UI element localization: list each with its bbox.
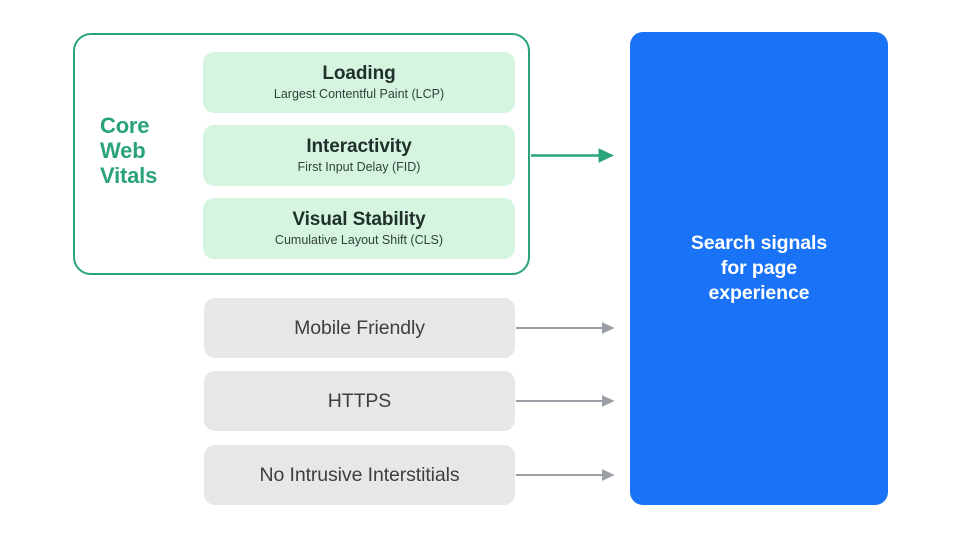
core-web-vitals-group — [73, 33, 530, 275]
metric-title: Loading — [322, 63, 396, 84]
core-web-vitals-label-line-3: Vitals — [100, 163, 158, 188]
factor-card-mobile-friendly: Mobile Friendly — [204, 298, 515, 358]
factor-label: No Intrusive Interstitials — [259, 464, 460, 486]
factor-card-https: HTTPS — [204, 371, 515, 431]
core-web-vitals-label-line-2: Web — [100, 138, 146, 163]
core-web-vitals-label: Core Web Vitals — [100, 113, 196, 188]
metric-card-interactivity: Interactivity First Input Delay (FID) — [203, 125, 515, 186]
metric-card-loading: Loading Largest Contentful Paint (LCP) — [203, 52, 515, 113]
metric-title: Interactivity — [306, 136, 412, 157]
factor-label: HTTPS — [327, 390, 392, 412]
core-web-vitals-label-line-1: Core — [100, 113, 150, 138]
metric-title: Visual Stability — [292, 209, 426, 230]
metric-card-visual-stability: Visual Stability Cumulative Layout Shift… — [203, 198, 515, 259]
factor-card-no-intrusive-interstitials: No Intrusive Interstitials — [204, 445, 515, 505]
search-signals-text: Search signals for page experience — [690, 232, 828, 304]
metric-subtitle: Largest Contentful Paint (LCP) — [273, 87, 445, 101]
factor-label: Mobile Friendly — [294, 317, 425, 339]
search-signals-panel: Search signals for page experience — [630, 32, 888, 505]
metric-subtitle: First Input Delay (FID) — [297, 160, 421, 174]
metric-subtitle: Cumulative Layout Shift (CLS) — [274, 233, 444, 247]
